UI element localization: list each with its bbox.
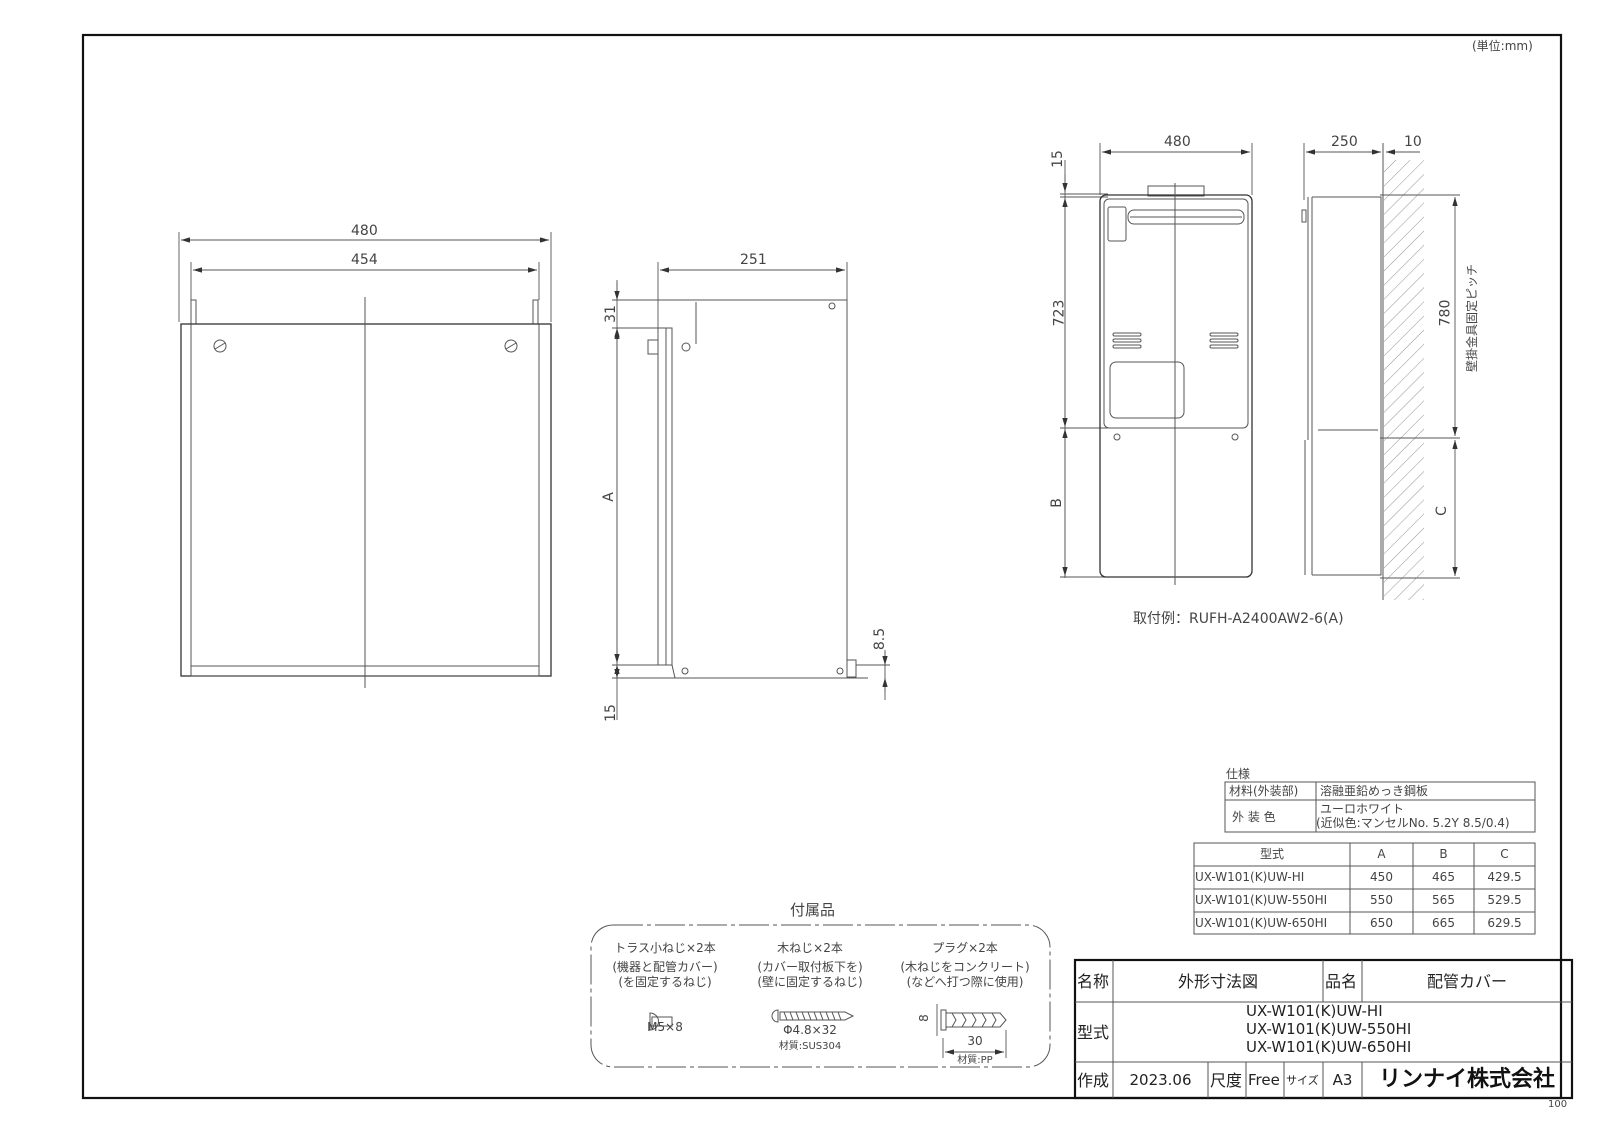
front-view (178, 232, 552, 688)
model-row-3-name: UX-W101(K)UW-650HI (1195, 916, 1328, 930)
wood-screw-icon (771, 1009, 855, 1023)
install-example-side (1301, 143, 1460, 600)
dim-side-bottom: 15 (602, 704, 619, 722)
spec-label-material: 材料(外装部) (1229, 784, 1299, 798)
dim-install-lower-c: C (1433, 506, 1450, 516)
accessory-3-name: プラグ×2本 (932, 941, 998, 955)
dim-install-lower-b: B (1048, 498, 1065, 508)
dim-side-height-a: A (600, 492, 617, 502)
title-product-value: 配管カバー (1426, 972, 1507, 991)
model-row-2-b: 565 (1432, 893, 1455, 907)
accessories-panel (590, 924, 1051, 1068)
accessory-1-desc1: (機器と配管カバー) (612, 960, 718, 974)
title-size-label: サイズ (1286, 1074, 1319, 1087)
install-example-front (1060, 143, 1253, 585)
dim-install-side-gap: 10 (1404, 134, 1422, 150)
dim-install-pitch: 780 (1437, 299, 1454, 327)
model-row-1-b: 465 (1432, 870, 1455, 884)
title-scale-value: Free (1248, 1071, 1280, 1089)
dim-install-upper: 723 (1051, 299, 1068, 327)
accessory-3-desc1: (木ねじをコンクリート) (900, 960, 1030, 974)
title-model-3: UX-W101(K)UW-650HI (1246, 1038, 1412, 1056)
title-name-label: 名称 (1077, 972, 1110, 991)
model-table-grid (1193, 842, 1536, 935)
title-size-value: A3 (1332, 1071, 1353, 1089)
title-scale-label: 尺度 (1210, 1071, 1243, 1090)
title-name-value: 外形寸法図 (1177, 972, 1258, 991)
model-row-3-c: 629.5 (1487, 916, 1522, 930)
accessory-2-material: 材質:SUS304 (778, 1041, 842, 1052)
accessory-1-name: トラス小ねじ×2本 (614, 941, 716, 955)
accessory-2-desc2: (壁に固定するねじ) (757, 975, 863, 989)
accessory-2-size: Φ4.8×32 (783, 1023, 837, 1037)
accessory-1-desc2: (を固定するねじ) (618, 975, 712, 989)
dim-side-foot: 8.5 (872, 627, 889, 651)
model-row-1-name: UX-W101(K)UW-HI (1195, 870, 1305, 884)
accessory-3-material: 材質:PP (957, 1055, 993, 1066)
accessory-3-length: 30 (967, 1034, 983, 1048)
dim-side-depth: 251 (740, 252, 767, 268)
accessory-2-name: 木ねじ×2本 (777, 941, 843, 955)
sheet-number: 100 (1548, 1099, 1568, 1110)
model-table-header-model: 型式 (1259, 847, 1284, 861)
title-created-label: 作成 (1077, 1071, 1110, 1090)
spec-value-material: 溶融亜鉛めっき鋼板 (1320, 784, 1429, 798)
spec-value-color-approx: (近似色:マンセルNo. 5.2Y 8.5/0.4) (1316, 816, 1510, 830)
dim-front-inner-width: 454 (351, 252, 378, 268)
truss-screw-icon (649, 1012, 673, 1031)
pitch-label: 壁掛金具固定ピッチ (1465, 263, 1480, 373)
model-table-header-b: B (1439, 847, 1448, 861)
unit-note: (単位:mm) (1472, 39, 1533, 53)
accessory-1-size: M5×8 (647, 1020, 683, 1034)
accessory-3-diameter: 8 (916, 1014, 931, 1022)
spec-label-color: 外 装 色 (1232, 810, 1276, 824)
model-row-2-c: 529.5 (1487, 893, 1522, 907)
title-model-label: 型式 (1077, 1023, 1110, 1042)
model-table-header-a: A (1377, 847, 1386, 861)
title-created-value: 2023.06 (1129, 1071, 1192, 1089)
spec-value-color: ユーロホワイト (1320, 802, 1405, 816)
model-row-1-a: 450 (1370, 870, 1393, 884)
title-block-grid (1073, 958, 1574, 1100)
accessory-2-desc1: (カバー取付板下を) (757, 960, 863, 974)
dim-install-side-depth: 250 (1331, 134, 1358, 150)
model-row-2-a: 550 (1370, 893, 1393, 907)
accessory-3-desc2: (などへ打つ際に使用) (906, 975, 1024, 989)
dim-front-outer-width: 480 (351, 223, 378, 239)
company-name: リンナイ株式会社 (1378, 1067, 1555, 1092)
side-view (612, 262, 890, 720)
title-model-1: UX-W101(K)UW-HI (1246, 1002, 1383, 1020)
spec-title: 仕様 (1226, 767, 1251, 781)
title-model-2: UX-W101(K)UW-550HI (1246, 1020, 1412, 1038)
spec-table (1224, 781, 1536, 833)
dim-side-top: 31 (602, 305, 619, 323)
plug-icon (936, 1004, 1007, 1058)
dim-install-width: 480 (1164, 134, 1191, 150)
title-product-label: 品名 (1325, 972, 1358, 991)
sheet-border (81, 33, 1563, 1100)
install-caption: 取付例：RUFH-A2400AW2-6(A) (1133, 611, 1344, 627)
model-table-header-c: C (1500, 847, 1509, 861)
dim-install-top: 15 (1049, 150, 1066, 168)
model-row-3-b: 665 (1432, 916, 1455, 930)
model-row-2-name: UX-W101(K)UW-550HI (1195, 893, 1328, 907)
model-row-1-c: 429.5 (1487, 870, 1522, 884)
accessories-title: 付属品 (790, 901, 836, 919)
model-row-3-a: 650 (1370, 916, 1393, 930)
wall-hatch (1384, 160, 1424, 600)
